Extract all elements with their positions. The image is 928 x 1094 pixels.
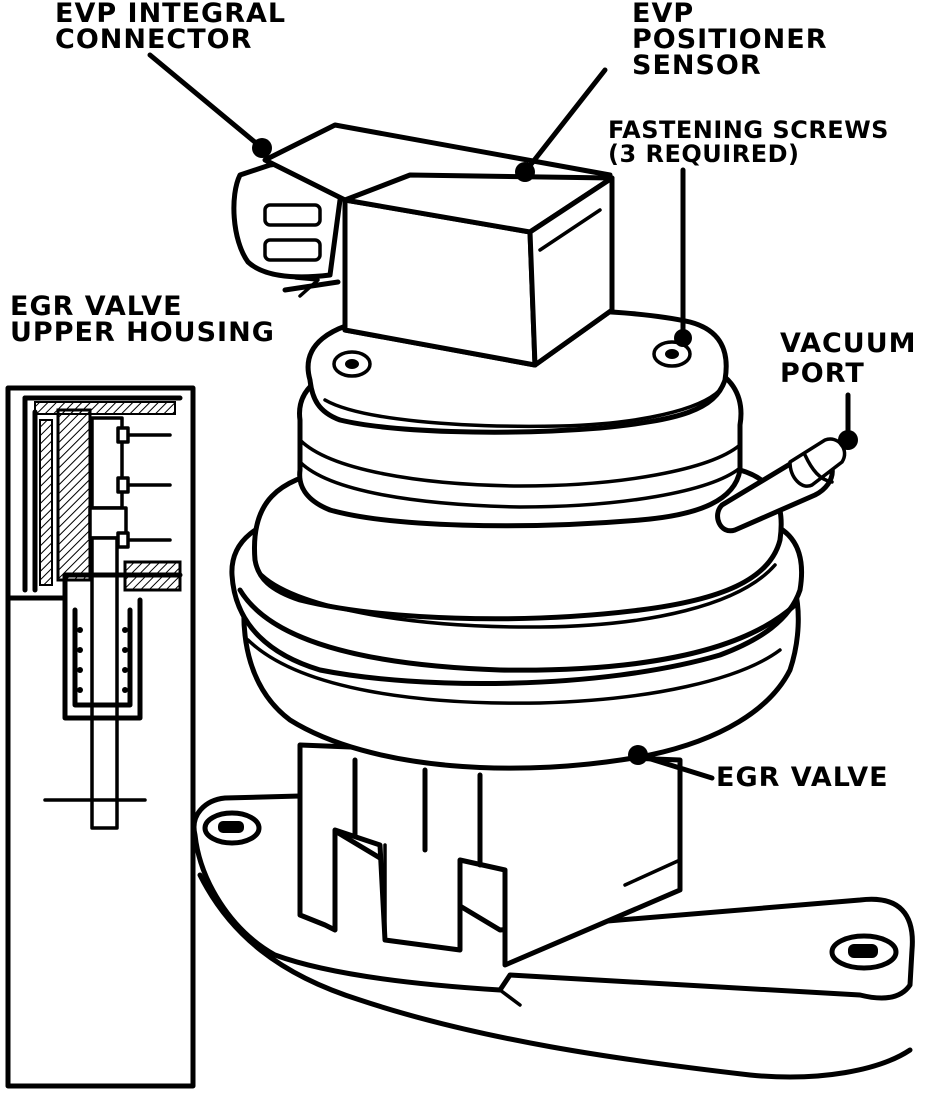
label-line: EGR VALVE [10,291,183,322]
upper-housing-inset [5,385,196,1089]
label-line: POSITIONER [632,24,827,55]
label-line: FASTENING SCREWS [608,116,889,144]
label-line: UPPER HOUSING [10,317,275,348]
label-line: CONNECTOR [55,24,252,55]
label-evp-integral-connector: EVP INTEGRAL CONNECTOR [55,0,286,55]
valve-body [297,742,683,968]
label-line: EVP [632,0,694,29]
leader-lines [147,52,858,781]
spring-coils [77,627,128,693]
evp-positioner-sensor [262,122,615,368]
label-line: VACUUM [780,328,917,359]
diaphragm-housing [229,306,805,771]
label-vacuum-port: VACUUM PORT [780,328,917,389]
label-egr-valve: EGR VALVE [716,762,889,793]
label-line: EVP INTEGRAL [55,0,286,29]
label-line: EGR VALVE [716,762,889,793]
label-egr-valve-upper-housing: EGR VALVE UPPER HOUSING [10,291,275,348]
label-line: SENSOR [632,50,762,81]
label-fastening-screws: FASTENING SCREWS (3 REQUIRED) [608,116,889,168]
label-line: PORT [780,358,865,389]
vacuum-port [715,437,847,534]
label-evp-positioner-sensor: EVP POSITIONER SENSOR [632,0,827,81]
label-line: (3 REQUIRED) [608,140,799,168]
